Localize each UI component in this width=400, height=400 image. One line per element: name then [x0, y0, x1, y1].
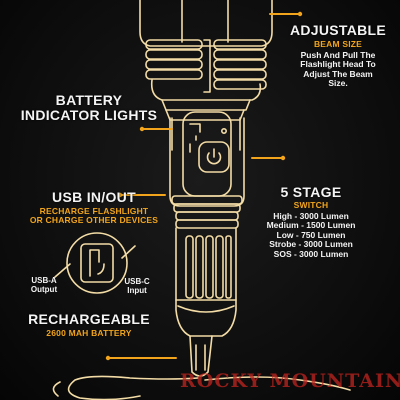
usb-callout: USB IN/OUT RECHARGE FLASHLIGHT OR CHARGE… — [18, 190, 170, 225]
flashlight-tail — [189, 335, 213, 377]
rechargeable-subheading: 2600 MAH BATTERY — [46, 327, 132, 338]
usb-subheading-line2: OR CHARGE OTHER DEVICES — [29, 214, 159, 225]
battery-indicator-heading-line1: BATTERY — [55, 92, 123, 108]
usb-a-label: USB-A Output — [24, 276, 64, 295]
switch-housing — [169, 117, 245, 207]
switch-mode-item: Medium - 1500 Lumen — [266, 220, 356, 231]
zoom-grip-right — [213, 39, 267, 90]
rechargeable-heading: RECHARGEABLE — [28, 311, 150, 327]
adjustable-description-line: Push And Pull The — [300, 49, 376, 60]
grip-grooves — [185, 235, 232, 299]
adjustable-heading: ADJUSTABLE — [289, 22, 387, 38]
grip-tube — [175, 227, 237, 337]
usb-c-label-line: USB-C — [124, 277, 150, 286]
usb-heading: USB IN/OUT — [52, 189, 136, 205]
rechargeable-callout: RECHARGEABLE 2600 MAH BATTERY — [4, 312, 174, 338]
switch-callout: 5 STAGE SWITCH High - 3000 Lumen Medium … — [246, 185, 376, 259]
switch-subheading: SWITCH — [293, 199, 329, 210]
switch-mode-item: High - 3000 Lumen — [273, 210, 349, 221]
body-rings — [171, 195, 243, 229]
flashlight-head — [139, 0, 273, 47]
usb-a-label-line: USB-A — [31, 276, 57, 285]
usb-a-label-line: Output — [30, 284, 58, 294]
battery-indicator-heading-line2: INDICATOR LIGHTS — [20, 106, 158, 123]
adjustable-description: Push And Pull The Flashlight Head To Adj… — [278, 49, 398, 89]
zoom-grip-left — [145, 39, 203, 80]
battery-indicator-icon — [189, 123, 228, 153]
brand-watermark: ROCKY MOUNTAIN — [180, 370, 400, 392]
adjustable-description-line: Size. — [328, 78, 348, 89]
charging-cable — [67, 375, 199, 400]
adjustable-description-line: Flashlight Head To — [300, 59, 376, 70]
adjustable-callout: ADJUSTABLE BEAM SIZE Push And Pull The F… — [278, 23, 398, 89]
power-button-icon — [198, 141, 230, 173]
switch-mode-item: Strobe - 3000 Lumen — [269, 239, 353, 250]
adjustable-subheading: BEAM SIZE — [313, 38, 363, 49]
usb-subheading-line1: RECHARGE FLASHLIGHT — [39, 205, 149, 216]
usb-c-label-line: Input — [127, 285, 147, 295]
adjustable-description-line: Adjust The Beam — [303, 68, 373, 79]
switch-heading: 5 STAGE — [280, 184, 342, 200]
switch-mode-item: SOS - 3000 Lumen — [273, 248, 349, 259]
flashlight-neck — [150, 79, 262, 101]
usb-port-detail — [66, 232, 128, 294]
switch-mode-list: High - 3000 Lumen Medium - 1500 Lumen Lo… — [246, 210, 376, 260]
usb-c-label: USB-C Input — [116, 277, 158, 296]
switch-mode-item: Low - 750 Lumen — [276, 229, 346, 240]
battery-indicator-callout: BATTERY INDICATOR LIGHTS — [10, 93, 168, 122]
